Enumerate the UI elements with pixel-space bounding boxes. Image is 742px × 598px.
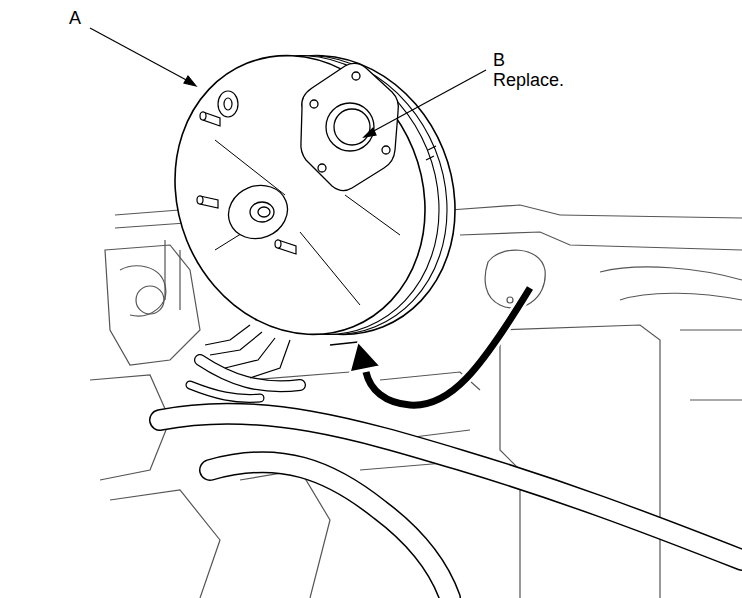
instruction-note: Replace. <box>492 70 565 90</box>
callout-letter: B <box>492 50 506 70</box>
callout-letter: A <box>68 8 82 28</box>
